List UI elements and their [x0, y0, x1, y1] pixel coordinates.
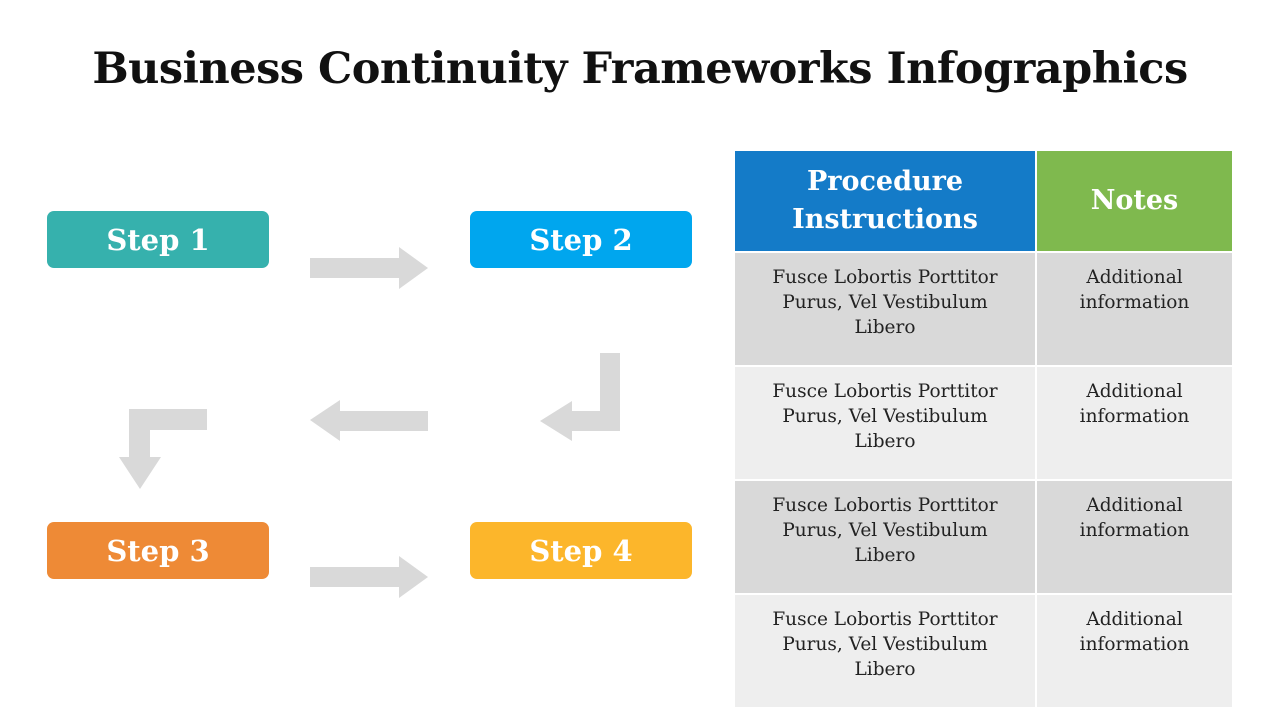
step-4-label: Step 4 — [529, 533, 633, 568]
procedure-cell: Fusce Lobortis Porttitor Purus, Vel Vest… — [733, 479, 1037, 595]
table-row: Fusce Lobortis Porttitor Purus, Vel Vest… — [733, 593, 1234, 709]
step-3-box: Step 3 — [47, 522, 269, 579]
page-title: Business Continuity Frameworks Infograph… — [92, 44, 1188, 94]
step-4-box: Step 4 — [470, 522, 692, 579]
step-1-box: Step 1 — [47, 211, 269, 268]
table-header-row: Procedure Instructions Notes — [733, 149, 1234, 253]
arrow-right-icon — [310, 556, 430, 600]
step-2-box: Step 2 — [470, 211, 692, 268]
header-notes: Notes — [1035, 149, 1234, 253]
elbow-arrow-down-left-icon — [540, 353, 622, 443]
step-1-label: Step 1 — [106, 222, 210, 257]
arrow-right-icon — [310, 247, 430, 291]
table-row: Fusce Lobortis Porttitor Purus, Vel Vest… — [733, 251, 1234, 367]
notes-cell: Additional information — [1035, 365, 1234, 481]
procedure-cell: Fusce Lobortis Porttitor Purus, Vel Vest… — [733, 365, 1037, 481]
table-row: Fusce Lobortis Porttitor Purus, Vel Vest… — [733, 365, 1234, 481]
header-procedure-instructions: Procedure Instructions — [733, 149, 1037, 253]
procedure-cell: Fusce Lobortis Porttitor Purus, Vel Vest… — [733, 593, 1037, 709]
notes-cell: Additional information — [1035, 251, 1234, 367]
elbow-arrow-left-down-icon — [119, 409, 209, 491]
table-row: Fusce Lobortis Porttitor Purus, Vel Vest… — [733, 479, 1234, 595]
notes-cell: Additional information — [1035, 479, 1234, 595]
notes-cell: Additional information — [1035, 593, 1234, 709]
procedure-cell: Fusce Lobortis Porttitor Purus, Vel Vest… — [733, 251, 1037, 367]
procedure-table: Procedure Instructions Notes Fusce Lobor… — [733, 149, 1234, 709]
arrow-left-icon — [310, 399, 430, 443]
step-2-label: Step 2 — [529, 222, 633, 257]
step-3-label: Step 3 — [106, 533, 210, 568]
